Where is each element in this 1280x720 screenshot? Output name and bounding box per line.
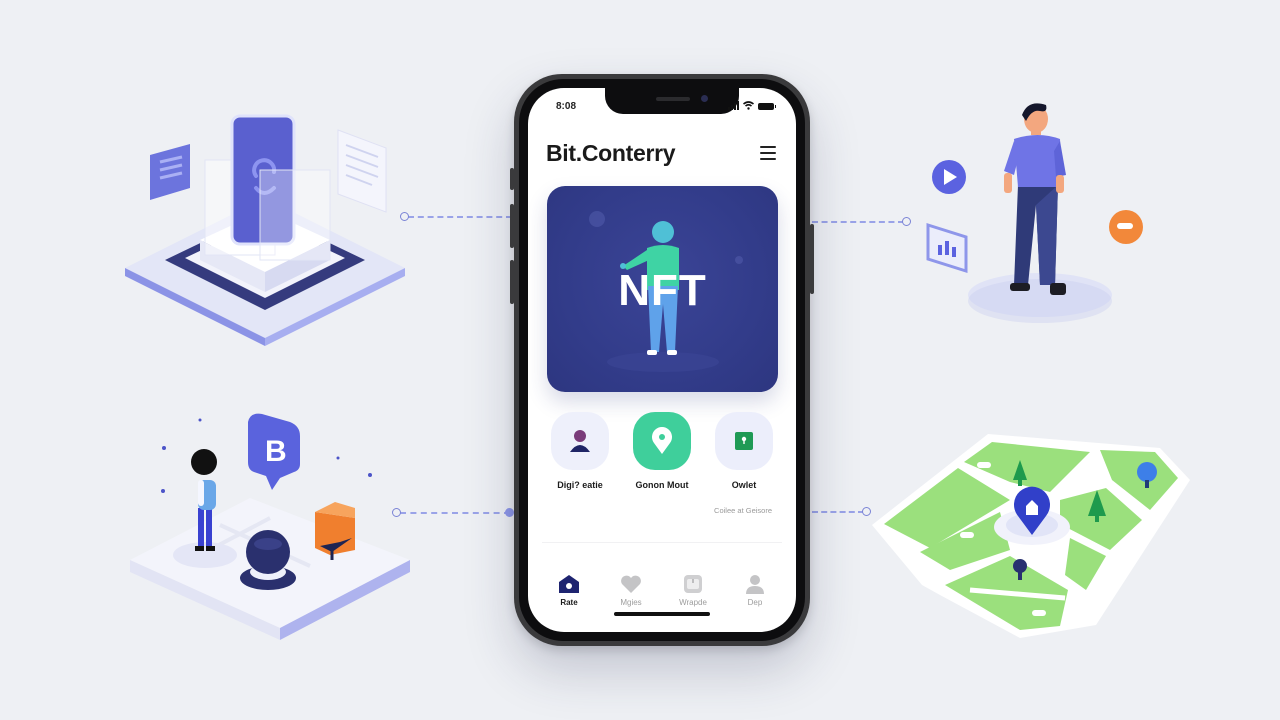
divider	[542, 542, 782, 543]
phone-notch	[605, 88, 739, 114]
home-icon	[559, 575, 579, 593]
box-icon	[684, 575, 702, 593]
footnote-link[interactable]: Coilee at Geisore	[714, 506, 772, 515]
bokeh-decoration	[735, 256, 743, 264]
tab-rate[interactable]: Rate	[542, 574, 596, 607]
heart-icon	[621, 575, 641, 593]
tab-mgies[interactable]: Mgies	[604, 574, 658, 607]
quick-actions: Digi? eatie Gonon Mout	[542, 412, 782, 490]
tab-dep[interactable]: Dep	[728, 574, 782, 607]
illustration-city-map	[860, 420, 1200, 650]
action-digi-eatie[interactable]: Digi? eatie	[542, 412, 618, 490]
signal-icon	[728, 101, 739, 110]
connector-dot	[392, 508, 401, 517]
nft-person-illustration	[607, 221, 719, 372]
tab-label: Mgies	[620, 598, 642, 607]
phone-pedestal-icon	[125, 114, 405, 346]
action-tile	[715, 412, 773, 470]
nft-label: NFT	[618, 266, 707, 315]
phone-mockup: 8:08 Bit.Conterry	[510, 74, 814, 646]
home-indicator[interactable]	[614, 612, 710, 616]
tab-label: Rate	[560, 598, 578, 607]
location-pin-icon	[652, 427, 672, 454]
connector-top-right	[812, 221, 904, 223]
connector-top-left	[408, 216, 512, 218]
speaker-grille	[656, 97, 690, 101]
bokeh-decoration	[589, 211, 605, 227]
phone-side-button	[510, 168, 514, 190]
action-gonon-mout[interactable]: Gonon Mout	[624, 412, 700, 490]
illustration-standing-man	[900, 95, 1160, 335]
bottom-tab-bar: Rate Mgies Wrapde	[528, 574, 796, 607]
action-tile	[551, 412, 609, 470]
tab-label: Dep	[747, 598, 763, 607]
user-avatar-icon	[570, 430, 590, 452]
action-label: Gonon Mout	[635, 480, 689, 490]
battery-icon	[758, 103, 776, 110]
status-icons	[728, 101, 776, 110]
connector-dot	[862, 507, 871, 516]
wifi-icon	[743, 101, 754, 110]
status-time: 8:08	[556, 101, 577, 112]
phone-volume-up-button	[510, 204, 514, 248]
connector-dot	[400, 212, 409, 221]
action-label: Digi? eatie	[557, 480, 603, 490]
action-label: Owlet	[731, 480, 757, 490]
nft-hero-card[interactable]: NFT	[547, 186, 778, 392]
front-camera	[701, 95, 708, 102]
action-owlet[interactable]: Owlet	[706, 412, 782, 490]
action-tile	[633, 412, 691, 470]
tab-label: Wrapde	[679, 598, 707, 607]
illustration-phone-pedestal	[110, 100, 420, 360]
connector-dot	[902, 217, 911, 226]
connector-bottom-right	[812, 511, 864, 513]
person-icon	[746, 575, 764, 594]
phone-screen: 8:08 Bit.Conterry	[528, 88, 796, 632]
illustration-platform-b-badge: B	[120, 400, 420, 650]
green-card-icon	[735, 432, 753, 450]
phone-volume-down-button	[510, 260, 514, 304]
app-title: Bit.Conterry	[546, 140, 676, 166]
connector-bottom-left	[400, 512, 510, 514]
phone-power-button	[810, 224, 814, 294]
svg-text:B: B	[265, 435, 287, 468]
tab-wrapde[interactable]: Wrapde	[666, 574, 720, 607]
connector-dot	[505, 508, 514, 517]
hamburger-menu-icon[interactable]	[760, 146, 776, 160]
